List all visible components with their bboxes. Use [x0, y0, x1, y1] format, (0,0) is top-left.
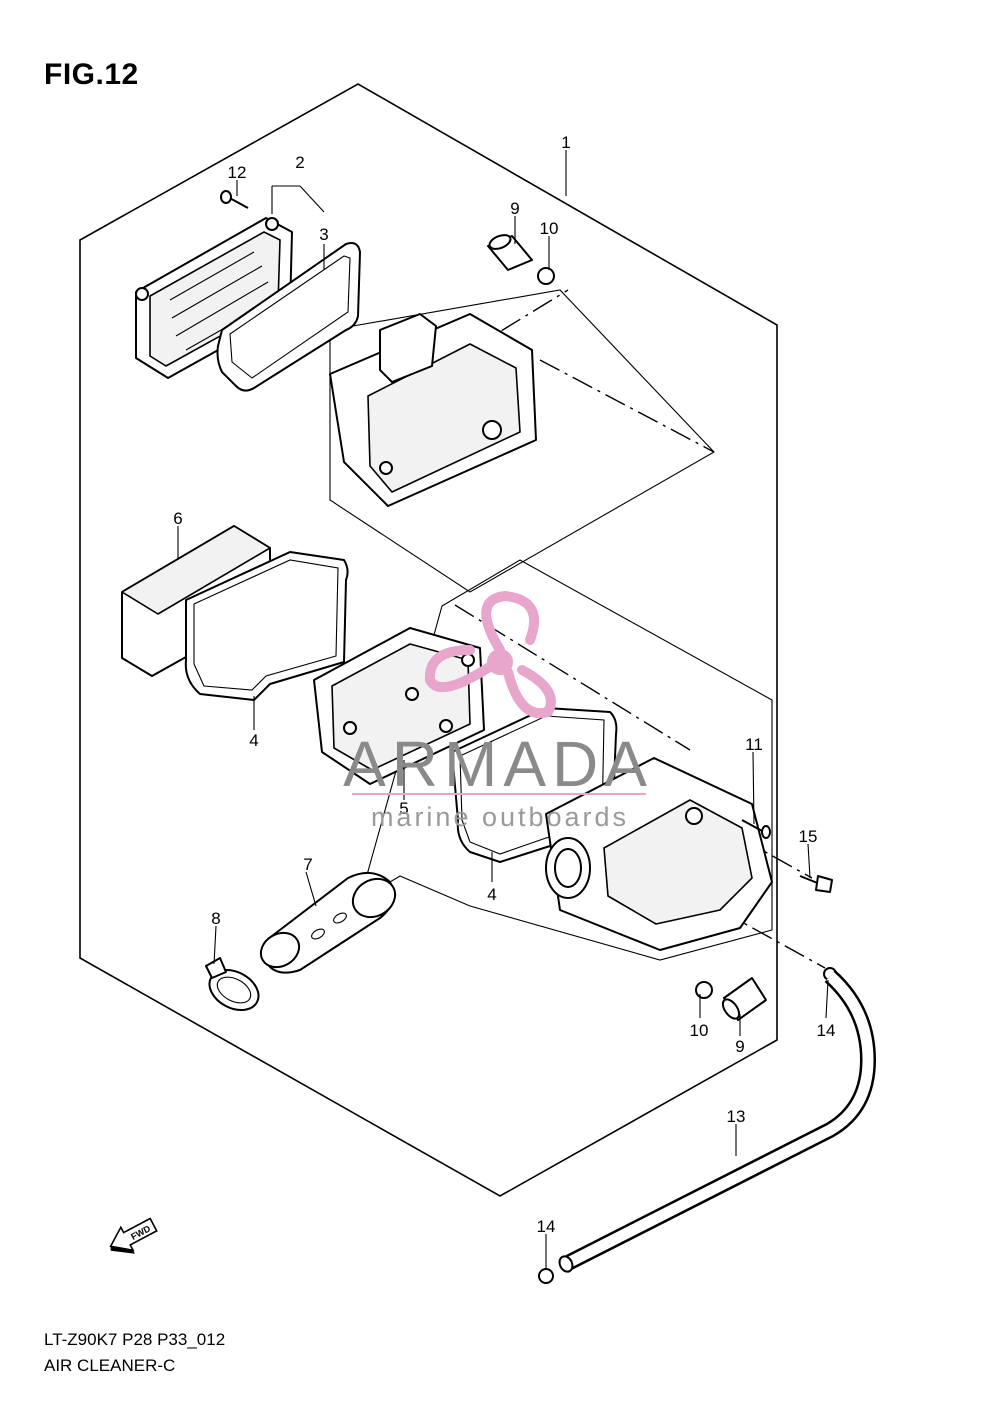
- callout-10-upper: 10: [540, 219, 559, 238]
- callout-9-upper: 9: [510, 199, 519, 218]
- callout-6: 6: [173, 509, 182, 528]
- upper-case-housing: [329, 313, 537, 507]
- figure-title: FIG.12: [44, 58, 139, 91]
- part-13-hose: [558, 970, 877, 1273]
- part-3-seal: [216, 242, 361, 392]
- callout-4-right: 4: [487, 885, 496, 904]
- part-9-cap-lower: [721, 977, 767, 1021]
- callout-15: 15: [799, 827, 818, 846]
- leader-lines: [177, 150, 829, 1268]
- callout-3: 3: [319, 225, 328, 244]
- centerline: [539, 359, 715, 453]
- propeller-logo: [424, 590, 556, 719]
- callout-14-lower: 14: [537, 1217, 556, 1236]
- watermark-brand: ARMADA: [343, 728, 653, 800]
- diagram-name: AIR CLEANER-C: [44, 1356, 176, 1375]
- watermark-tagline: marine outboards: [371, 802, 629, 832]
- callout-7: 7: [303, 855, 312, 874]
- callout-12: 12: [228, 163, 247, 182]
- part-8-clamp: [205, 957, 260, 1012]
- callout-14-upper: 14: [817, 1021, 836, 1040]
- fwd-arrow: FWD: [109, 1217, 158, 1254]
- part-4-gasket-right-inner: [459, 715, 605, 855]
- part-5-plate: [313, 627, 485, 785]
- model-code: LT-Z90K7 P28 P33_012: [44, 1330, 226, 1349]
- part-4-gasket-left-inner: [193, 559, 339, 691]
- part-2-cover: [135, 217, 293, 379]
- callout-8: 8: [211, 909, 220, 928]
- callout-2: 2: [295, 153, 304, 172]
- upper-subassembly-outline: [329, 289, 715, 593]
- part-11-bolt: [741, 819, 771, 839]
- part-3-seal-inner: [229, 255, 351, 379]
- part-10-clamp-lower: [695, 981, 713, 999]
- callout-10-lower: 10: [690, 1021, 709, 1040]
- part-9-cap-upper: [487, 234, 533, 271]
- part-10-clamp-upper: [537, 267, 555, 285]
- callout-9-lower: 9: [735, 1037, 744, 1056]
- part-15-bolt: [799, 875, 833, 893]
- callout-4-left: 4: [249, 731, 258, 750]
- part-14-clip-lower: [538, 1268, 554, 1284]
- lower-case-housing: [545, 757, 773, 951]
- assembly-outline: [79, 83, 778, 1197]
- callout-1: 1: [561, 133, 570, 152]
- callout-11: 11: [745, 735, 763, 754]
- callout-13: 13: [727, 1107, 746, 1126]
- part-12-screw: [220, 190, 249, 209]
- armada-watermark: ARMADA marine outboards: [343, 590, 653, 832]
- part-7-inlet-tube: [259, 871, 397, 974]
- callout-5: 5: [399, 799, 408, 818]
